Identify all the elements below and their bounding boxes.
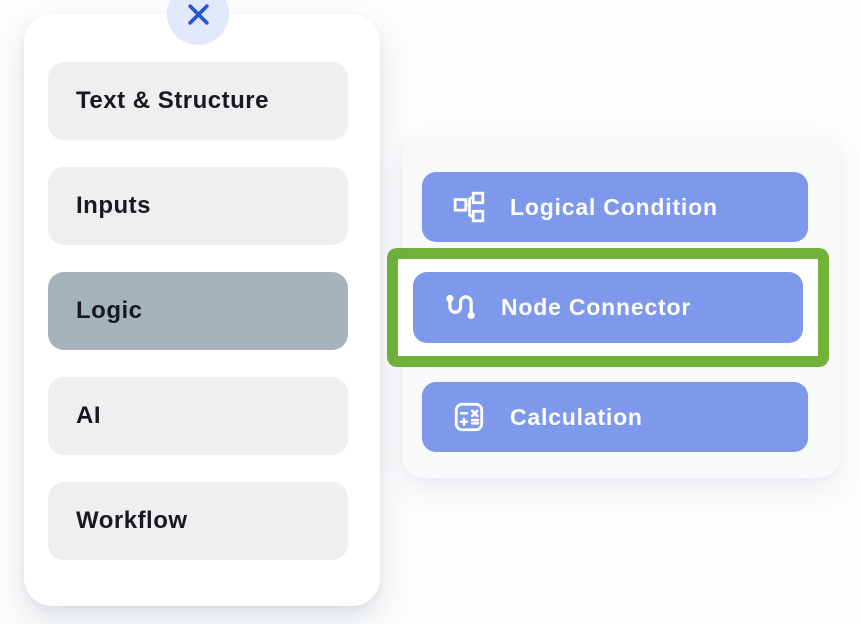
category-workflow[interactable]: Workflow [48,482,348,560]
category-ai[interactable]: AI [48,377,348,455]
calculator-icon [452,400,486,434]
node-options-panel: Logical Condition Node Connector [387,133,840,478]
category-logic[interactable]: Logic [48,272,348,350]
route-connector-icon [443,291,477,325]
logical-condition-label: Logical Condition [510,193,718,220]
calculation-button[interactable]: Calculation [422,382,808,452]
node-connector-label: Node Connector [501,294,692,320]
tree-nodes-icon [452,190,486,224]
category-text-structure[interactable]: Text & Structure [48,62,348,140]
category-inputs[interactable]: Inputs [48,167,348,245]
close-x-icon [187,3,209,25]
highlight-frame: Node Connector [387,248,829,367]
calculation-label: Calculation [510,403,643,430]
category-panel: Text & Structure Inputs Logic AI Workflo… [24,14,380,606]
logical-condition-button[interactable]: Logical Condition [422,172,808,242]
node-connector-button[interactable]: Node Connector [413,272,803,343]
